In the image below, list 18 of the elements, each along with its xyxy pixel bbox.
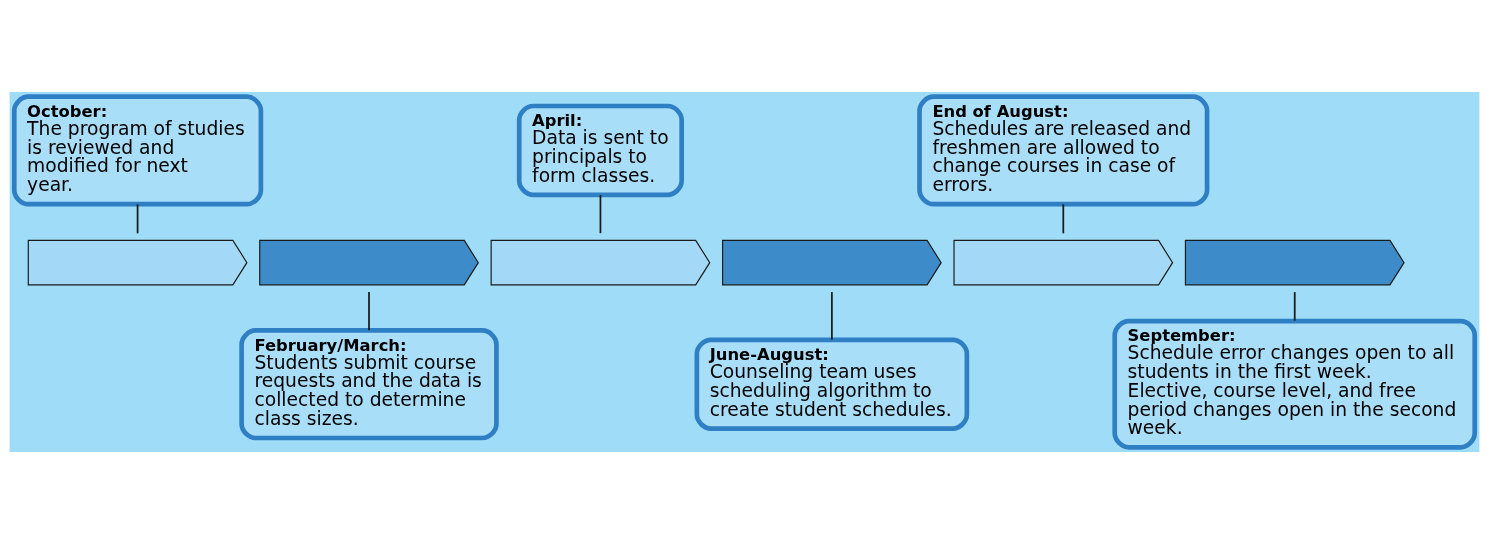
connector xyxy=(1062,202,1065,234)
node-arrow xyxy=(27,239,248,285)
connector xyxy=(831,290,833,340)
node-arrow xyxy=(722,239,942,285)
node-box: February/March: Students submit course requests and the data is collected to determine class sizes. xyxy=(239,327,499,440)
connector xyxy=(136,202,139,234)
connector xyxy=(1293,290,1296,322)
connector xyxy=(599,193,602,234)
node-box: June-August: Counseling team uses scheduling algorithm to create student schedules. xyxy=(694,336,970,431)
node-arrow xyxy=(953,239,1174,285)
node-arrow xyxy=(1184,239,1405,285)
connector xyxy=(368,290,370,331)
node-box: October: The program of studies is reviewed and modified for next year. xyxy=(11,93,264,207)
node-arrow xyxy=(259,239,479,285)
node-arrow xyxy=(490,239,711,285)
node-box: End of August: Schedules are released and freshmen are allowed to change courses in case of errors. xyxy=(917,93,1210,207)
node-box: April: Data is sent to principals to form classes. xyxy=(516,103,684,197)
node-box: September: Schedule error changes open to all students in the first week. Elective, course level, and free period changes open in the second week. xyxy=(1112,318,1478,450)
